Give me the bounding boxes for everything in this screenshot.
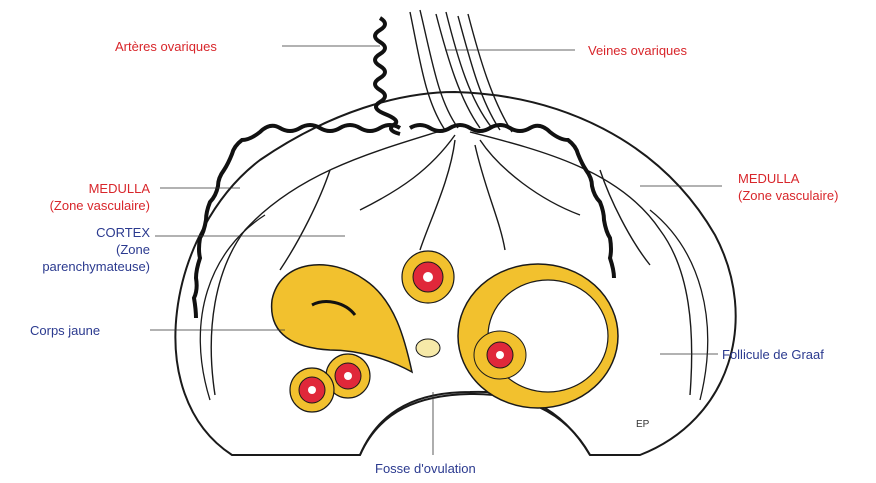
graaf-follicle [458,264,618,408]
label-medulla-left-sub: (Zone vasculaire) [20,197,150,214]
label-follicule: Follicule de Graaf [722,346,824,363]
label-veines: Veines ovariques [588,42,687,59]
label-cortex-parenchymateuse: parenchymateuse) [10,258,150,275]
small-follicle-top [402,251,454,303]
label-medulla-right: MEDULLA [738,170,799,187]
label-medulla-left: MEDULLA [20,180,150,197]
small-body [416,339,440,357]
label-arteres: Artères ovariques [115,38,217,55]
label-medulla-right-sub: (Zone vasculaire) [738,187,838,204]
label-cortex-zone: (Zone [20,241,150,258]
label-corps-jaune: Corps jaune [30,322,100,339]
ovary-outline [175,92,735,455]
signature: EP [636,416,649,433]
label-cortex: CORTEX [20,224,150,241]
label-fosse: Fosse d'ovulation [375,460,476,477]
